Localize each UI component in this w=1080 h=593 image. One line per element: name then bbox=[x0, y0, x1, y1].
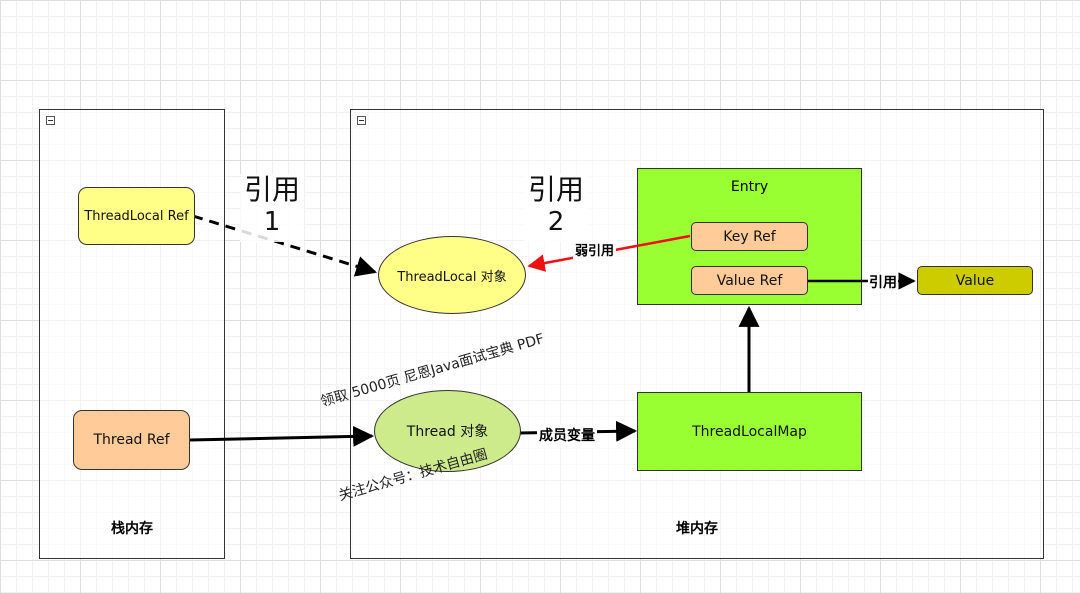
ref1-word: 引用 bbox=[243, 173, 300, 206]
ref-value-label: 引用 bbox=[868, 272, 898, 292]
value-box[interactable]: Value bbox=[917, 266, 1033, 295]
ref1-number: 1 bbox=[263, 207, 281, 237]
thread-object-ellipse[interactable]: Thread 对象 bbox=[374, 390, 521, 472]
collapse-icon[interactable] bbox=[46, 116, 55, 125]
weak-ref-label: 弱引用 bbox=[573, 240, 617, 259]
stack-memory-label: 栈内存 bbox=[111, 521, 153, 537]
ref1-label: 引用 1 bbox=[240, 174, 304, 242]
ref2-word: 引用 bbox=[527, 173, 584, 206]
threadlocal-object-ellipse[interactable]: ThreadLocal 对象 bbox=[378, 236, 526, 314]
value-ref-box[interactable]: Value Ref bbox=[691, 266, 808, 295]
ref2-number: 2 bbox=[547, 207, 565, 237]
key-ref-box[interactable]: Key Ref bbox=[691, 222, 808, 251]
member-var-label: 成员变量 bbox=[537, 425, 597, 445]
thread-ref-arrow bbox=[189, 425, 375, 447]
collapse-icon[interactable] bbox=[357, 116, 366, 125]
threadlocalmap-box[interactable]: ThreadLocalMap bbox=[637, 392, 862, 471]
thread-ref-box[interactable]: Thread Ref bbox=[73, 410, 190, 470]
entry-label: Entry bbox=[730, 179, 769, 195]
heap-memory-label: 堆内存 bbox=[676, 521, 718, 537]
stack-memory-container: 栈内存 bbox=[39, 109, 225, 559]
ref2-label: 引用 2 bbox=[524, 174, 588, 242]
threadlocal-ref-box[interactable]: ThreadLocal Ref bbox=[78, 187, 195, 245]
ref1-dashed-arrow bbox=[192, 214, 378, 277]
